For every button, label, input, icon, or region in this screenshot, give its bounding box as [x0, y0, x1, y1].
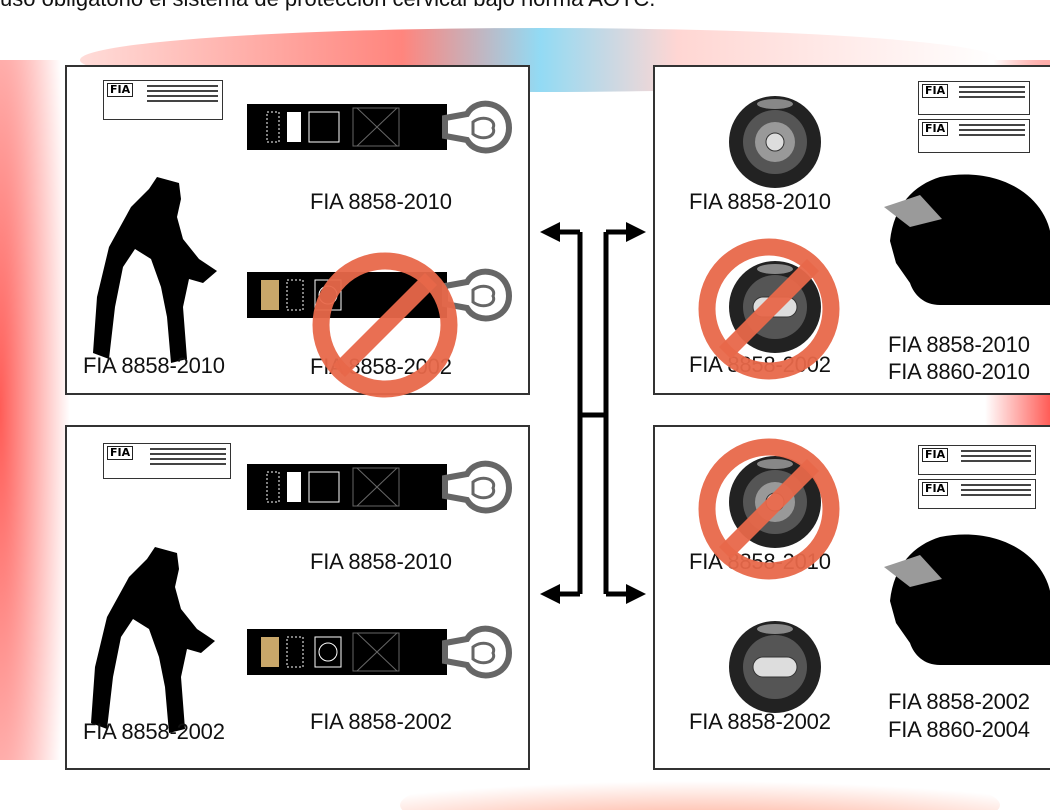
- helmet-label-1: FIA 8858-2002: [888, 689, 1030, 714]
- panel-bottom-right: FIA 8858-2010 FIA 8858-2002 FIA FIA FIA …: [653, 425, 1050, 770]
- helmet-label-1: FIA 8858-2010: [888, 332, 1030, 357]
- hans-device-icon: [91, 547, 215, 733]
- tether-strap-icon: [247, 100, 513, 154]
- panel-top-right: FIA 8858-2010 FIA 8858-2002 FIA FIA FIA …: [653, 65, 1050, 395]
- strap-1-label: FIA 8858-2010: [310, 549, 452, 574]
- anchor-ok-label: FIA 8858-2010: [689, 189, 831, 214]
- helmet-anchor-icon: [729, 621, 821, 713]
- anchor-ok-label: FIA 8858-2002: [689, 709, 831, 734]
- strap-2-label: FIA 8858-2002: [310, 709, 452, 734]
- helmet-icon: [884, 534, 1050, 665]
- arrow-connector-icon: [540, 222, 646, 604]
- helmet-label-2: FIA 8860-2010: [888, 359, 1030, 384]
- panel-top-left: FIA FIA 8858-2010 FIA 8858-2010 FIA 8858…: [65, 65, 530, 398]
- header-caption: uso obligatorio el sistema de protección…: [0, 0, 1050, 12]
- fia-label-icon: FIA: [103, 80, 223, 120]
- device-label: FIA 8858-2002: [83, 719, 225, 744]
- panel-bottom-left: FIA FIA 8858-2002 FIA 8858-2010 FIA 8858…: [65, 425, 530, 770]
- fia-label-icon: FIA: [918, 81, 1030, 115]
- tether-strap-icon: [247, 460, 513, 514]
- fia-label-icon: FIA: [918, 479, 1036, 509]
- fia-label-icon: FIA: [918, 445, 1036, 475]
- helmet-icon: [884, 174, 1050, 305]
- helmet-anchor-icon: [729, 96, 821, 188]
- helmet-label-2: FIA 8860-2004: [888, 717, 1030, 742]
- device-label: FIA 8858-2010: [83, 353, 225, 378]
- strap-ok-label: FIA 8858-2010: [310, 189, 452, 214]
- hans-device-icon: [93, 177, 217, 363]
- prohibited-icon: [312, 252, 458, 398]
- tether-strap-icon: [247, 625, 513, 679]
- fia-label-icon: FIA: [103, 443, 231, 479]
- prohibited-icon: [698, 238, 840, 380]
- fia-label-icon: FIA: [918, 119, 1030, 153]
- prohibited-icon: [698, 438, 840, 580]
